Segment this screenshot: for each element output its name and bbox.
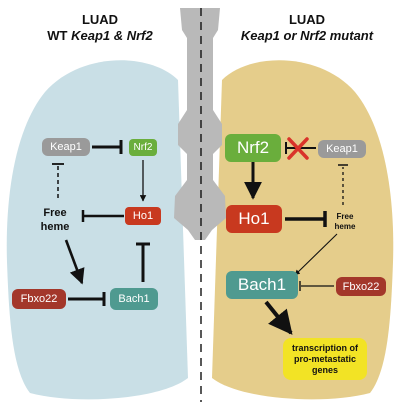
- left-bach1-node: Bach1: [110, 288, 158, 310]
- left-free-heme-label: Free heme: [40, 207, 70, 233]
- left-heme-to-bach1: [64, 239, 85, 285]
- right-blocked-x-mark: [287, 137, 309, 160]
- right-bach1-to-transcription: [264, 300, 293, 335]
- right-free-heme-label: Free heme: [334, 212, 356, 231]
- right-heme-to-bach1: [294, 233, 338, 276]
- left-subtitle-prefix: WT: [47, 28, 72, 43]
- right-ho1-node: Ho1: [226, 205, 282, 233]
- left-keap1-node: Keap1: [42, 138, 90, 156]
- right-subtitle: Keap1 or Nrf2 mutant: [240, 28, 374, 43]
- left-fbxo22-node: Fbxo22: [12, 289, 66, 309]
- right-bach1-node: Bach1: [226, 271, 298, 299]
- right-panel-title: LUAD Keap1 or Nrf2 mutant: [222, 12, 392, 44]
- left-panel-title: LUAD WT Keap1 & Nrf2: [20, 12, 180, 44]
- left-subtitle-genes: Keap1 & Nrf2: [71, 28, 153, 43]
- right-transcription-box: transcription of pro-metastatic genes: [283, 338, 367, 380]
- left-nrf2-node: Nrf2: [129, 139, 157, 156]
- right-keap1-node: Keap1: [318, 140, 366, 158]
- trachea-shape: [174, 8, 226, 240]
- left-subtitle: WT Keap1 & Nrf2: [20, 28, 180, 44]
- right-title-luad: LUAD: [288, 12, 326, 27]
- right-nrf2-node: Nrf2: [225, 134, 281, 162]
- right-fbxo22-node: Fbxo22: [336, 277, 386, 296]
- left-ho1-node: Ho1: [125, 207, 161, 225]
- left-title-luad: LUAD: [81, 12, 119, 27]
